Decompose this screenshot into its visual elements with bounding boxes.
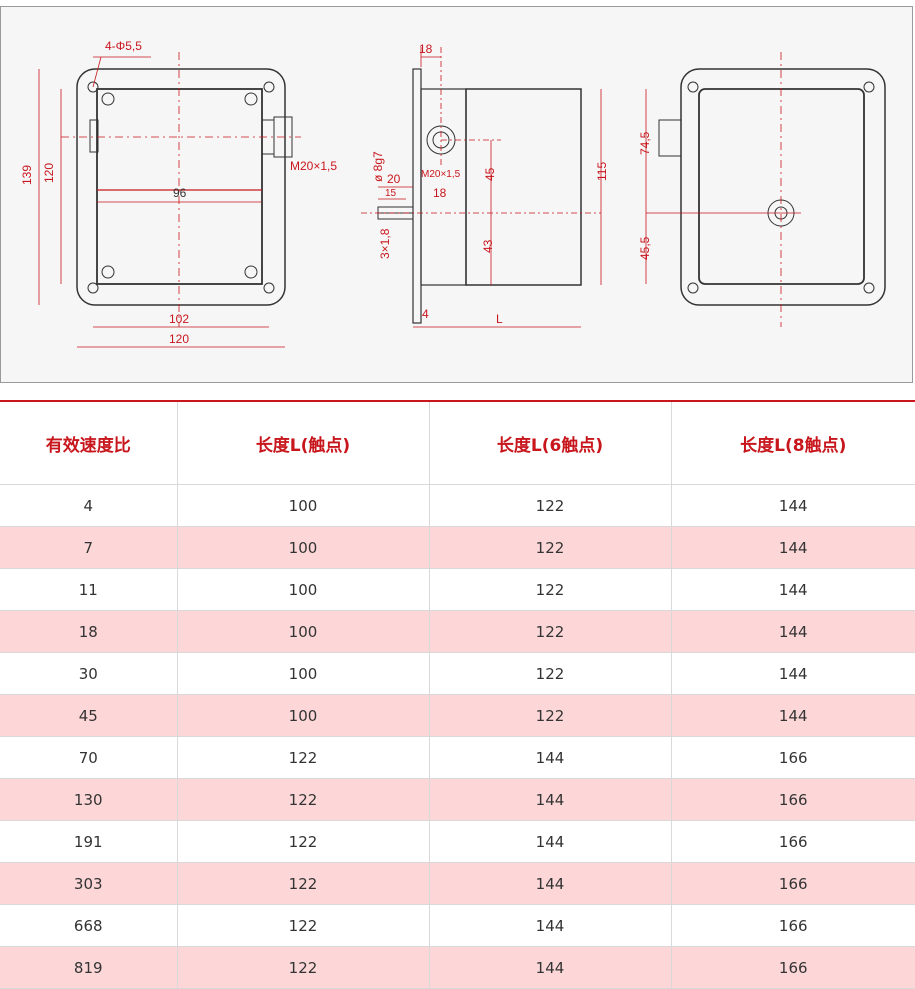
hole-spec-label: 4-Φ5,5	[105, 39, 142, 53]
width-outer-label: 120	[169, 332, 189, 346]
cell-length-6contact: 144	[429, 820, 672, 863]
cell-length-contact: 122	[177, 820, 430, 863]
width-inner-label: 96	[173, 186, 187, 200]
cell-ratio: 4	[0, 484, 178, 527]
rear-lower-label: 45,5	[638, 236, 652, 260]
dim-45-label: 45	[483, 167, 497, 181]
cell-ratio: 303	[0, 862, 178, 905]
rear-view	[645, 52, 886, 327]
shaft-len-a-label: 20	[387, 172, 401, 186]
cell-length-8contact: 166	[671, 946, 915, 989]
header-length-6contact: 长度L(6触点)	[429, 402, 672, 485]
cell-ratio: 18	[0, 610, 178, 653]
cell-ratio: 45	[0, 694, 178, 737]
cell-length-6contact: 144	[429, 736, 672, 779]
cell-length-8contact: 166	[671, 736, 915, 779]
cell-length-6contact: 144	[429, 946, 672, 989]
length-label: L	[496, 312, 503, 326]
cell-length-contact: 122	[177, 904, 430, 947]
flange-thickness-label: 18	[419, 42, 433, 56]
height-outer-label: 139	[20, 165, 34, 185]
cell-length-contact: 100	[177, 652, 430, 695]
cell-length-6contact: 144	[429, 904, 672, 947]
cell-ratio: 11	[0, 568, 178, 611]
cell-length-6contact: 144	[429, 778, 672, 821]
table-header-row: 有效速度比 长度L(触点) 长度L(6触点) 长度L(8触点)	[0, 402, 915, 485]
cell-length-8contact: 144	[671, 610, 915, 653]
technical-drawing: 4-Φ5,5 139 120 96 102 120 M20×1,5 18 ø 8	[0, 6, 913, 383]
thread-offset-label: 18	[433, 186, 447, 200]
shaft-dia-label: ø 8g7	[371, 151, 385, 182]
cell-length-contact: 100	[177, 526, 430, 569]
height-115-label: 115	[595, 162, 609, 181]
cell-length-6contact: 122	[429, 526, 672, 569]
cell-length-contact: 122	[177, 778, 430, 821]
side-thread-label: M20×1,5	[421, 169, 461, 180]
cell-length-8contact: 166	[671, 862, 915, 905]
cell-ratio: 30	[0, 652, 178, 695]
cell-length-8contact: 144	[671, 526, 915, 569]
drawing-svg: 4-Φ5,5 139 120 96 102 120 M20×1,5 18 ø 8	[20, 39, 886, 348]
cell-ratio: 130	[0, 778, 178, 821]
cell-ratio: 668	[0, 904, 178, 947]
cell-ratio: 70	[0, 736, 178, 779]
base-label: 4	[422, 307, 429, 321]
front-thread-label: M20×1,5	[290, 159, 337, 173]
cell-length-8contact: 144	[671, 484, 915, 527]
cell-length-contact: 100	[177, 610, 430, 653]
cell-length-contact: 100	[177, 568, 430, 611]
cell-length-contact: 100	[177, 694, 430, 737]
header-length-contact: 长度L(触点)	[177, 402, 430, 485]
cell-length-6contact: 122	[429, 484, 672, 527]
cell-length-6contact: 144	[429, 862, 672, 905]
height-inner-label: 120	[42, 163, 56, 183]
cell-ratio: 191	[0, 820, 178, 863]
cell-length-6contact: 122	[429, 652, 672, 695]
cell-length-8contact: 166	[671, 904, 915, 947]
cell-length-8contact: 166	[671, 820, 915, 863]
cell-ratio: 819	[0, 946, 178, 989]
cell-length-contact: 122	[177, 946, 430, 989]
cell-length-8contact: 144	[671, 568, 915, 611]
cell-length-contact: 122	[177, 736, 430, 779]
side-view	[361, 47, 602, 328]
shaft-len-b-label: 15	[385, 188, 397, 199]
rear-upper-label: 74,5	[638, 131, 652, 155]
cell-length-8contact: 144	[671, 652, 915, 695]
header-ratio: 有效速度比	[0, 402, 178, 485]
cell-length-6contact: 122	[429, 568, 672, 611]
dim-43-label: 43	[481, 239, 495, 253]
cell-ratio: 7	[0, 526, 178, 569]
cell-length-8contact: 166	[671, 778, 915, 821]
width-holes-label: 102	[169, 312, 189, 326]
cell-length-8contact: 144	[671, 694, 915, 737]
cell-length-contact: 100	[177, 484, 430, 527]
front-view	[38, 52, 301, 348]
header-length-8contact: 长度L(8触点)	[671, 402, 915, 485]
cell-length-contact: 122	[177, 862, 430, 905]
cell-length-6contact: 122	[429, 610, 672, 653]
cell-length-6contact: 122	[429, 694, 672, 737]
key-label: 3×1,8	[378, 228, 392, 259]
